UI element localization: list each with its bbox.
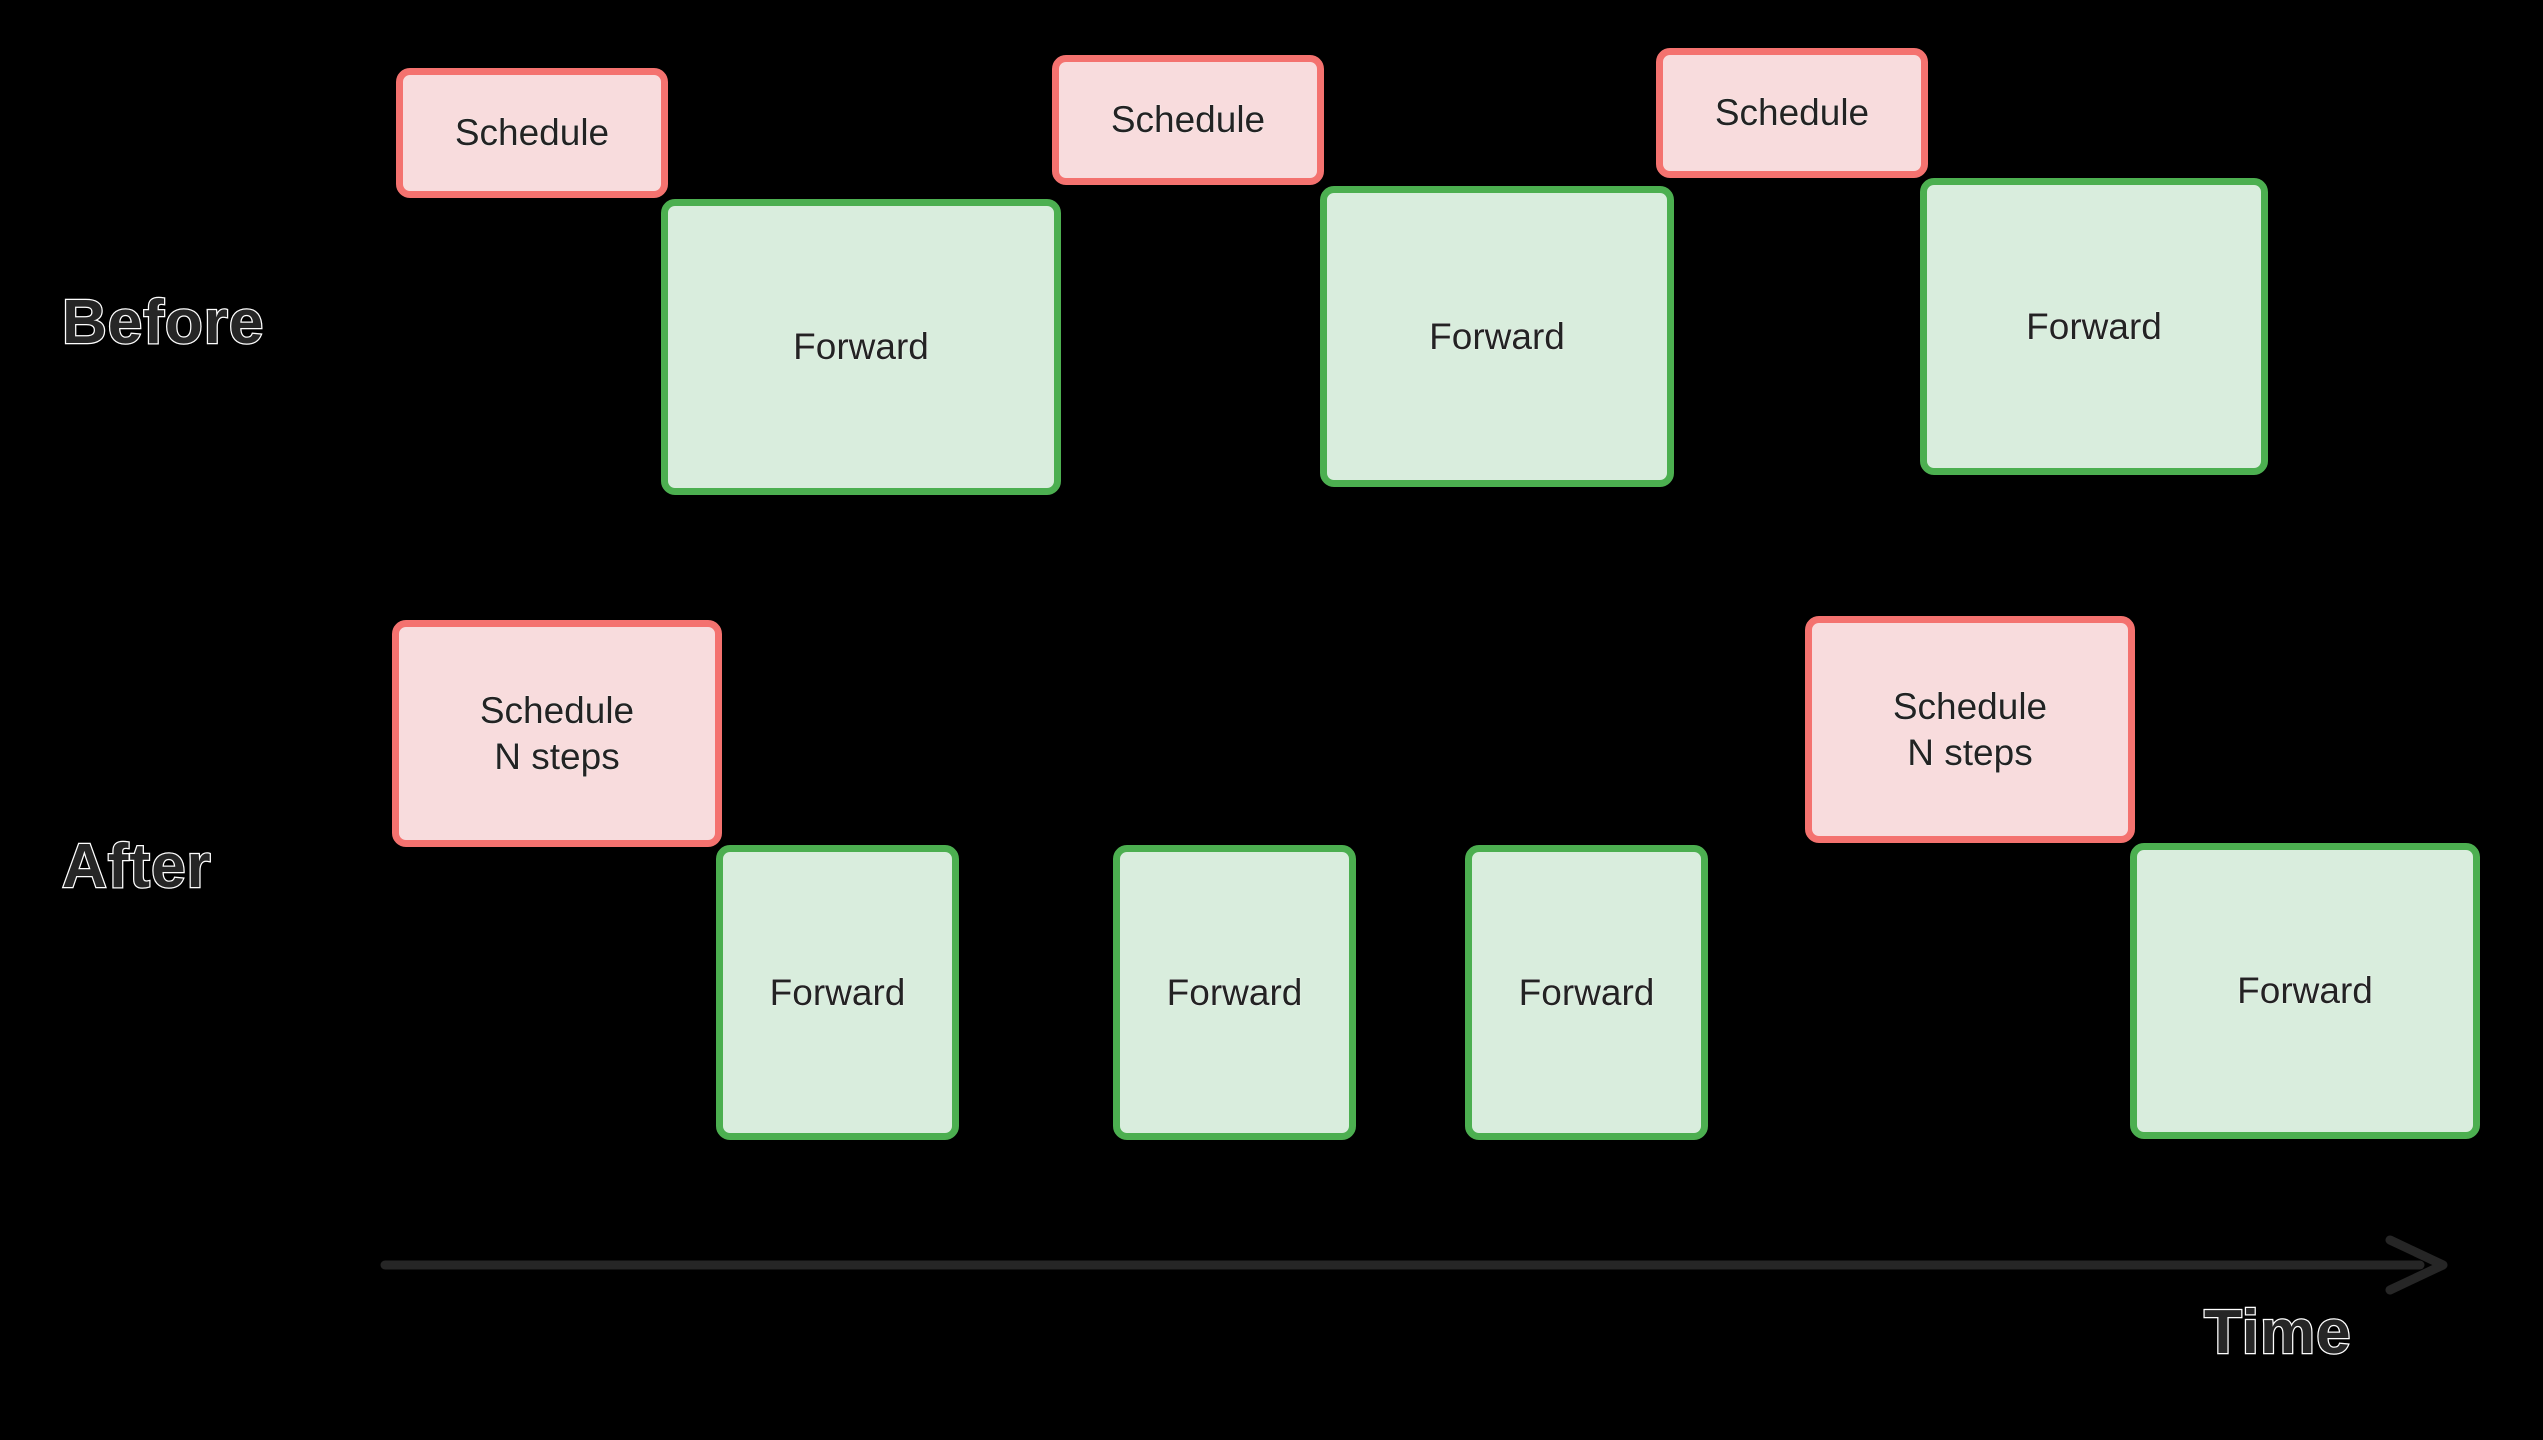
after-forward-block-2: Forward (1113, 845, 1356, 1140)
after-forward-block-4: Forward (2130, 843, 2480, 1139)
before-forward-block-2: Forward (1320, 186, 1674, 487)
before-forward-block-1: Forward (661, 199, 1061, 495)
before-schedule-block-2: Schedule (1052, 55, 1324, 185)
before-forward-block-3: Forward (1920, 178, 2268, 475)
time-arrow-shape (380, 1235, 2448, 1295)
after-schedule-n-steps-block-1: Schedule N steps (392, 620, 722, 847)
after-forward-block-3: Forward (1465, 845, 1708, 1140)
time-axis-label: Time (2203, 1298, 2352, 1367)
row-label-before: Before (61, 288, 265, 357)
after-schedule-n-steps-block-2: Schedule N steps (1805, 616, 2135, 843)
after-forward-block-1: Forward (716, 845, 959, 1140)
before-schedule-block-1: Schedule (396, 68, 668, 198)
before-schedule-block-3: Schedule (1656, 48, 1928, 178)
row-label-after: After (61, 832, 212, 901)
